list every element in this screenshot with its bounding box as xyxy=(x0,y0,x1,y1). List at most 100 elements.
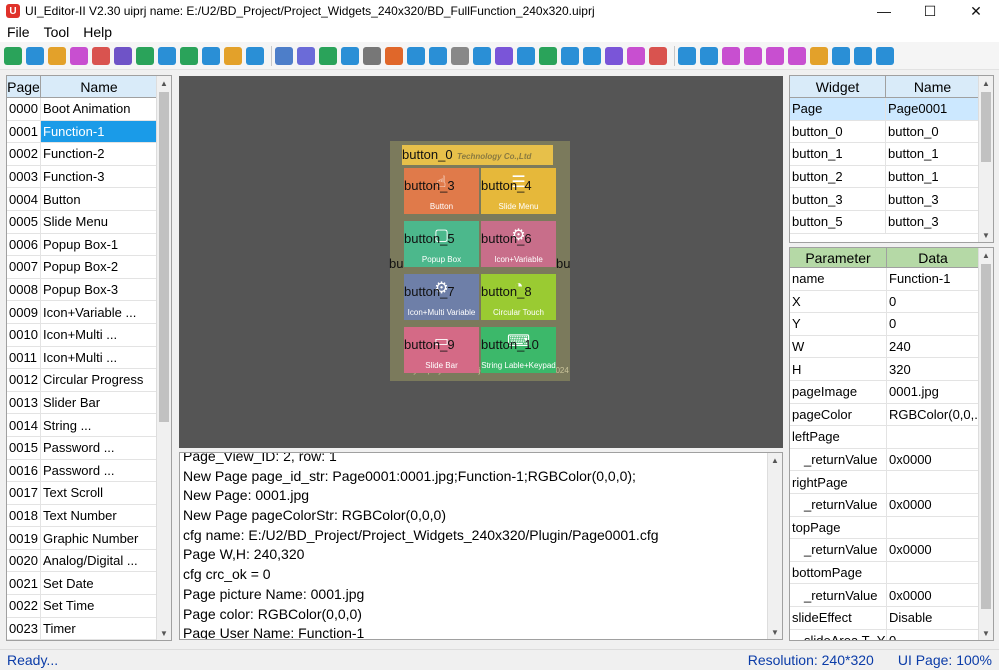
param-value[interactable]: 0x0000 xyxy=(887,584,980,606)
image-icon[interactable] xyxy=(136,46,154,65)
menu-file[interactable]: File xyxy=(7,24,30,40)
param-value[interactable]: 0 xyxy=(887,290,980,313)
param-row[interactable]: rightPage xyxy=(790,471,980,494)
left-edge-label[interactable]: bu xyxy=(389,256,404,271)
param-value[interactable]: 0x0000 xyxy=(887,539,980,561)
clock-icon[interactable] xyxy=(341,46,359,65)
spacing-h-icon[interactable] xyxy=(832,46,850,65)
scroll-up-icon[interactable]: ▲ xyxy=(771,455,779,465)
scroll-thumb[interactable] xyxy=(981,264,991,609)
font-en-icon[interactable] xyxy=(180,46,198,65)
new-project-icon[interactable] xyxy=(4,46,22,65)
font-kr-icon[interactable] xyxy=(224,46,242,65)
scroll-up-icon[interactable]: ▲ xyxy=(982,78,990,88)
param-value[interactable]: 320 xyxy=(887,358,980,380)
page-icon[interactable] xyxy=(275,46,293,65)
pages-header-page[interactable]: Page xyxy=(7,76,41,97)
qr-icon[interactable] xyxy=(429,46,447,65)
param-value[interactable]: 0 xyxy=(887,313,980,335)
maximize-icon[interactable]: ☐ xyxy=(923,2,937,19)
fit-icon[interactable] xyxy=(810,46,828,65)
widgets-header-name[interactable]: Name xyxy=(886,76,980,97)
align-left-icon[interactable] xyxy=(722,46,740,65)
distribute-h-icon[interactable] xyxy=(766,46,784,65)
param-value[interactable]: 0 xyxy=(887,629,980,640)
save-icon[interactable] xyxy=(48,46,66,65)
pages-header-name[interactable]: Name xyxy=(41,76,158,97)
font-cn-icon[interactable] xyxy=(202,46,220,65)
digital-clock-icon[interactable] xyxy=(363,46,381,65)
grid-icon[interactable] xyxy=(70,46,88,65)
text-icon[interactable] xyxy=(319,46,337,65)
palette-icon[interactable] xyxy=(114,46,132,65)
number-icon[interactable] xyxy=(297,46,315,65)
distribute-v-icon[interactable] xyxy=(788,46,806,65)
scroll-down-icon[interactable]: ▼ xyxy=(160,628,168,638)
wav-icon[interactable] xyxy=(451,46,469,65)
close-icon[interactable]: ✕ xyxy=(970,2,982,19)
menu-tool[interactable]: Tool xyxy=(43,24,70,40)
video-icon[interactable] xyxy=(627,46,645,65)
param-value[interactable] xyxy=(887,561,980,584)
pages-scrollbar[interactable]: ▲ ▼ xyxy=(156,76,171,640)
param-value[interactable]: 0x0000 xyxy=(887,493,980,516)
param-value[interactable] xyxy=(887,516,980,539)
param-value[interactable]: 0001.jpg xyxy=(887,380,980,403)
slider-icon[interactable] xyxy=(539,46,557,65)
circle-icon[interactable] xyxy=(495,46,513,65)
gear-icon[interactable] xyxy=(605,46,623,65)
string-icon[interactable] xyxy=(246,46,264,65)
picture-icon[interactable] xyxy=(561,46,579,65)
alarm-icon[interactable] xyxy=(385,46,403,65)
device-preview[interactable]: Technology Co.,Ltd button_0 brtydisplay.… xyxy=(390,141,570,381)
scroll-thumb[interactable] xyxy=(159,92,169,422)
param-row[interactable]: leftPage xyxy=(790,426,980,449)
scroll-up-icon[interactable]: ▲ xyxy=(160,78,168,88)
param-value[interactable]: Function-1 xyxy=(887,268,980,290)
params-header-parameter[interactable]: Parameter xyxy=(790,248,887,267)
param-row[interactable]: bottomPage xyxy=(790,561,980,585)
param-value[interactable]: 0x0000 xyxy=(887,448,980,471)
minimize-icon[interactable]: — xyxy=(877,3,891,19)
spacing-v-icon[interactable] xyxy=(854,46,872,65)
scroll-down-icon[interactable]: ▼ xyxy=(982,628,990,638)
layout-icon[interactable] xyxy=(92,46,110,65)
animation-icon[interactable] xyxy=(473,46,491,65)
